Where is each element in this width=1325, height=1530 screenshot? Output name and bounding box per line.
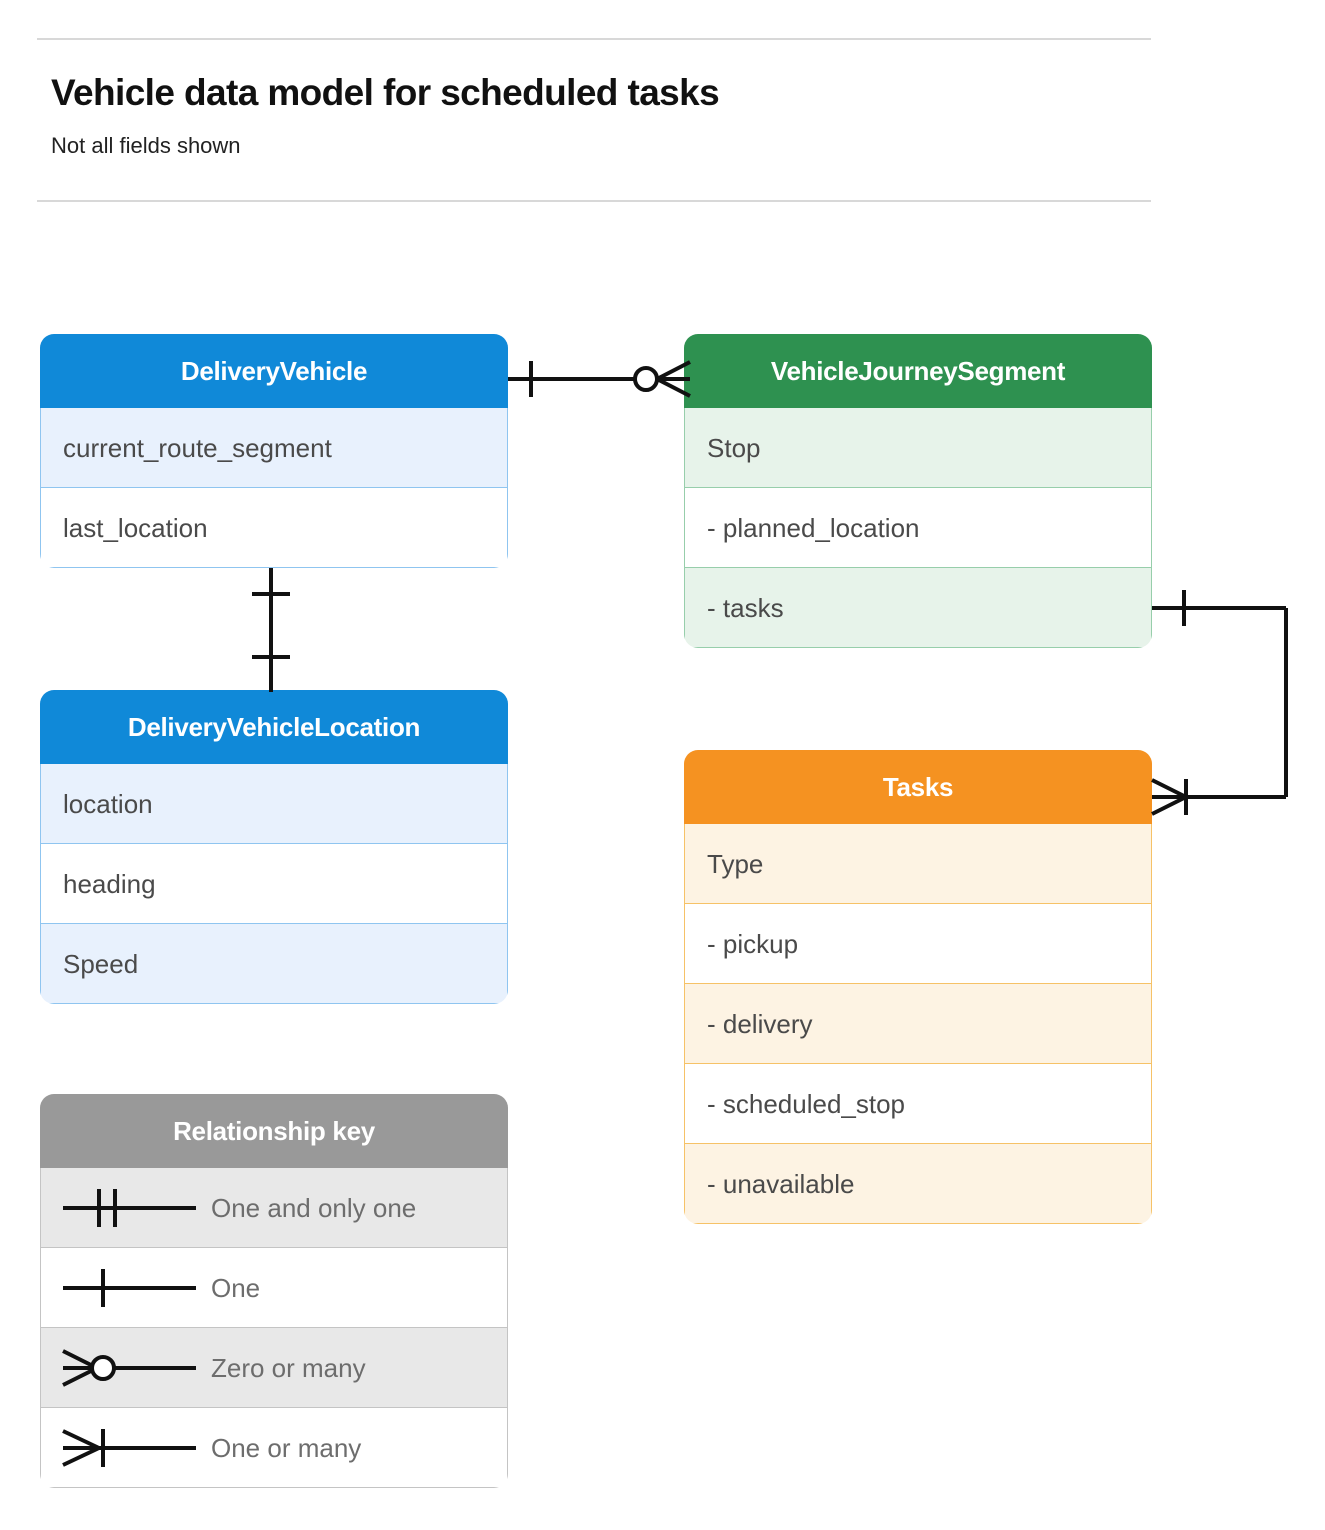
page-subtitle: Not all fields shown xyxy=(51,133,241,158)
entity-delivery-vehicle-location-title: DeliveryVehicleLocation xyxy=(40,690,508,764)
zero-or-many-icon xyxy=(41,1329,211,1407)
entity-field-row: Stop xyxy=(684,408,1152,488)
legend-row-one-and-only-one: One and only one xyxy=(40,1168,508,1248)
entity-vehicle-journey-segment[interactable]: VehicleJourneySegment Stop - planned_loc… xyxy=(684,334,1152,648)
entity-field-row: current_route_segment xyxy=(40,408,508,488)
relationship-key-title: Relationship key xyxy=(40,1094,508,1168)
legend-row-one: One xyxy=(40,1248,508,1328)
header-divider-bottom xyxy=(37,200,1151,202)
one-or-many-icon xyxy=(41,1409,211,1487)
connector-journeysegment-tasks xyxy=(1151,590,1288,816)
entity-tasks-title: Tasks xyxy=(684,750,1152,824)
header-divider-top xyxy=(37,38,1151,40)
entity-field-row: - planned_location xyxy=(684,488,1152,568)
connector-deliveryvehicle-journeysegment xyxy=(508,360,691,398)
legend-row-zero-or-many: Zero or many xyxy=(40,1328,508,1408)
entity-delivery-vehicle-title: DeliveryVehicle xyxy=(40,334,508,408)
entity-field-row: Type xyxy=(684,824,1152,904)
legend-label: One xyxy=(211,1272,261,1303)
page-title: Vehicle data model for scheduled tasks xyxy=(51,72,720,113)
legend-label: One and only one xyxy=(211,1192,417,1223)
entity-delivery-vehicle[interactable]: DeliveryVehicle current_route_segment la… xyxy=(40,334,508,568)
entity-field-row: - unavailable xyxy=(684,1144,1152,1224)
entity-field-row: heading xyxy=(40,844,508,924)
legend-row-one-or-many: One or many xyxy=(40,1408,508,1488)
relationship-key-legend[interactable]: Relationship key One and only one One xyxy=(40,1094,508,1488)
entity-tasks[interactable]: Tasks Type - pickup - delivery - schedul… xyxy=(684,750,1152,1224)
entity-vehicle-journey-segment-title: VehicleJourneySegment xyxy=(684,334,1152,408)
connector-deliveryvehicle-vehiclelocation xyxy=(252,568,290,692)
entity-field-row: Speed xyxy=(40,924,508,1004)
legend-label: One or many xyxy=(211,1432,362,1463)
entity-field-row: last_location xyxy=(40,488,508,568)
entity-field-row: - tasks xyxy=(684,568,1152,648)
entity-delivery-vehicle-location[interactable]: DeliveryVehicleLocation location heading… xyxy=(40,690,508,1004)
entity-field-row: - scheduled_stop xyxy=(684,1064,1152,1144)
entity-field-row: location xyxy=(40,764,508,844)
entity-field-row: - pickup xyxy=(684,904,1152,984)
one-icon xyxy=(41,1249,211,1327)
entity-field-row: - delivery xyxy=(684,984,1152,1064)
legend-label: Zero or many xyxy=(211,1352,366,1383)
one-and-only-one-icon xyxy=(41,1169,211,1247)
